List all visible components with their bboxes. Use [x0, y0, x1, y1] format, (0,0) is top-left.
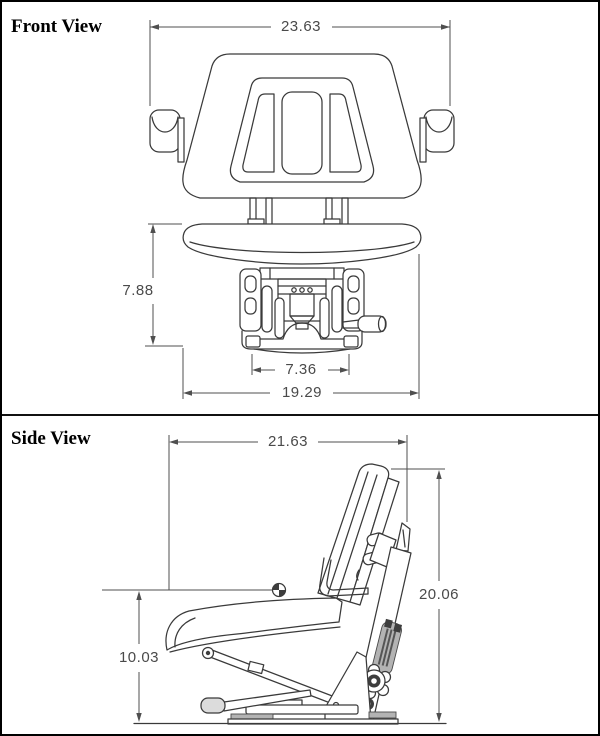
recline-lever	[395, 522, 411, 552]
dim-side-cushion-height: 10.03	[102, 589, 272, 722]
backrest-panel-right	[329, 93, 362, 173]
backrest-support-tube	[319, 557, 369, 597]
release-lever-knob	[200, 697, 226, 714]
dim-front-cushion-width: 19.29	[182, 254, 420, 401]
dim-front-cushion-width-label: 19.29	[282, 384, 322, 401]
dim-front-seat-height: 7.88	[122, 223, 183, 347]
dim-front-overall-width: 23.63	[149, 18, 451, 106]
backrest-trim-ring	[229, 77, 375, 183]
suspension-assembly	[239, 267, 387, 354]
dim-front-base-width-label: 7.36	[285, 361, 316, 378]
seat-index-point-marker	[271, 582, 287, 598]
dim-front-overall-width-label: 23.63	[281, 18, 321, 35]
front-view-panel: Front View	[11, 16, 455, 401]
dim-side-overall-height-label: 20.06	[419, 586, 459, 603]
seat-cushion-side	[165, 597, 343, 653]
armrest-left	[149, 109, 185, 163]
armrest-right	[419, 109, 455, 163]
dim-side-overall-depth-label: 21.63	[268, 433, 308, 450]
dim-side-cushion-height-label: 10.03	[119, 649, 159, 666]
side-view-seat-drawing	[133, 463, 447, 725]
seat-cushion	[182, 218, 422, 265]
spring-tube	[274, 297, 285, 339]
dim-side-overall-height: 20.06	[391, 468, 459, 722]
spring-tube	[331, 285, 343, 333]
spring-tube	[261, 285, 273, 333]
adjuster-knob	[342, 315, 387, 333]
backrest-panel-left	[242, 93, 275, 173]
spring-tube	[319, 297, 330, 339]
side-view-panel: Side View	[11, 428, 459, 725]
side-view-title: Side View	[11, 428, 91, 449]
slide-rail-assembly	[200, 689, 399, 725]
front-view-seat-drawing	[149, 53, 455, 354]
backrest-panel-middle	[281, 91, 323, 175]
front-view-title: Front View	[11, 16, 102, 37]
dim-side-overall-depth: 21.63	[168, 433, 408, 590]
dim-front-seat-height-label: 7.88	[122, 282, 153, 299]
backrest-shell	[182, 53, 422, 199]
dim-front-base-width: 7.36	[251, 354, 350, 378]
